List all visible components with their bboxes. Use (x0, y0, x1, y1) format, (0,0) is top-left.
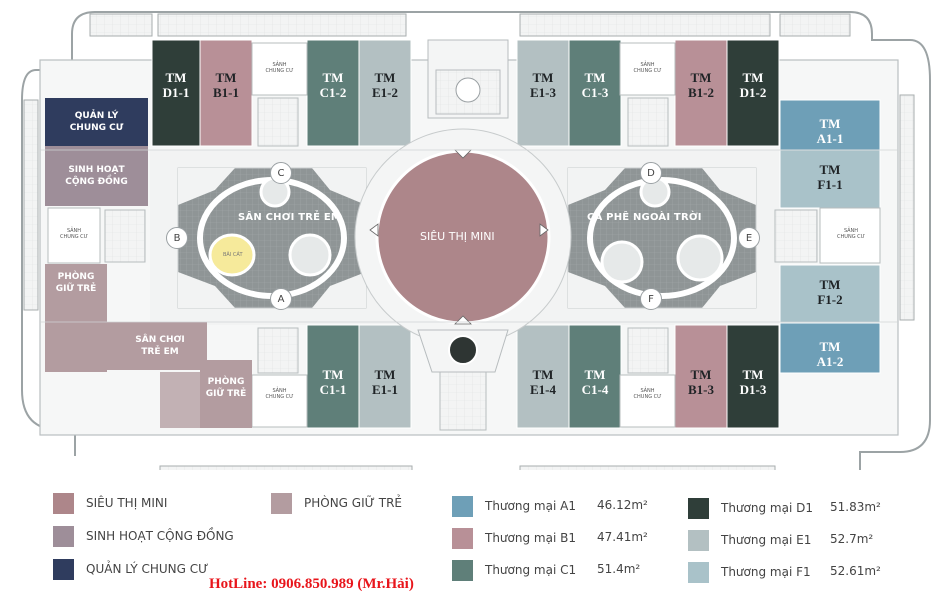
legend-item: SIÊU THỊ MINI (53, 492, 167, 514)
legend-label: Thương mại B1 (485, 531, 576, 545)
hotline-text: HotLine: 0906.850.989 (Mr.Hải) (209, 576, 414, 592)
legend-swatch (53, 492, 74, 514)
unit-c1-4 (568, 324, 622, 429)
legend-label: Thương mại D1 (721, 501, 813, 515)
unit-e1-2 (358, 39, 412, 147)
legend-label: Thương mại A1 (485, 499, 576, 513)
garden-left (177, 167, 367, 309)
unit-b1-3 (674, 324, 728, 429)
legend-item: Thương mại A1 (452, 495, 576, 517)
unit-e1-3 (516, 39, 570, 147)
room-phong-giu-tre-2 (200, 360, 252, 428)
legend-item: QUẢN LÝ CHUNG CƯ (53, 558, 208, 580)
unit-e1-4 (516, 324, 570, 429)
legend-label: Thương mại F1 (721, 565, 811, 579)
unit-f1-2 (779, 264, 881, 324)
right-units-column (779, 99, 881, 374)
legend-swatch (452, 559, 473, 581)
legend-label: Thương mại E1 (721, 533, 812, 547)
legend-area: 52.7m² (830, 532, 874, 546)
garden-right (567, 167, 757, 309)
legend-swatch (53, 558, 74, 580)
legend-item: Thương mại B1 (452, 527, 576, 549)
structural-lines (40, 149, 898, 323)
floor-plan (21, 11, 931, 470)
unit-a1-2 (779, 322, 881, 374)
bottom-units-row (306, 324, 780, 429)
unit-f1-1 (779, 149, 881, 209)
legend-item: Thương mại C1 (452, 559, 576, 581)
unit-b1-1 (199, 39, 253, 147)
legend-label: SIÊU THỊ MINI (86, 496, 168, 510)
legend-swatch (688, 529, 709, 551)
legend-swatch (271, 492, 292, 514)
legend-label: Thương mại C1 (485, 563, 577, 577)
unit-d1-2 (726, 39, 780, 147)
legend-swatch (452, 495, 473, 517)
legend-item: Thương mại E1 (688, 529, 811, 551)
legend-label: SINH HOẠT CỘNG ĐỒNG (86, 529, 234, 543)
unit-d1-1 (151, 39, 201, 147)
unit-a1-1 (779, 99, 881, 151)
legend-area: 51.4m² (597, 562, 641, 576)
unit-b1-2 (674, 39, 728, 147)
room-phong-giu-tre-annex (160, 372, 200, 428)
legend-swatch (688, 561, 709, 583)
legend-item: PHÒNG GIỮ TRẺ (271, 492, 402, 514)
unit-d1-3 (726, 324, 780, 429)
room-quan-ly (45, 98, 148, 146)
legend-label: QUẢN LÝ CHUNG CƯ (86, 562, 209, 576)
legend-item: Thương mại F1 (688, 561, 811, 583)
legend-area: 51.83m² (830, 500, 881, 514)
unit-c1-3 (568, 39, 622, 147)
top-entrance (427, 39, 509, 119)
unit-c1-1 (306, 324, 360, 429)
legend-swatch (452, 527, 473, 549)
legend-item: SINH HOẠT CỘNG ĐỒNG (53, 525, 234, 547)
room-sinh-hoat (45, 146, 148, 206)
legend-area: 46.12m² (597, 498, 648, 512)
legend-item: Thương mại D1 (688, 497, 813, 519)
top-units-row (151, 39, 780, 147)
sieu-thi-mini (354, 128, 572, 346)
legend-label: PHÒNG GIỮ TRẺ (304, 496, 402, 510)
room-san-choi-small (107, 322, 207, 370)
legend-swatch (688, 497, 709, 519)
room-phong-giu-tre-1 (45, 264, 107, 372)
bottom-entrance (417, 329, 509, 431)
legend-swatch (53, 525, 74, 547)
lobby-blocks (47, 42, 881, 428)
unit-c1-2 (306, 39, 360, 147)
legend-area: 52.61m² (830, 564, 881, 578)
unit-e1-1 (358, 324, 412, 429)
legend-area: 47.41m² (597, 530, 648, 544)
